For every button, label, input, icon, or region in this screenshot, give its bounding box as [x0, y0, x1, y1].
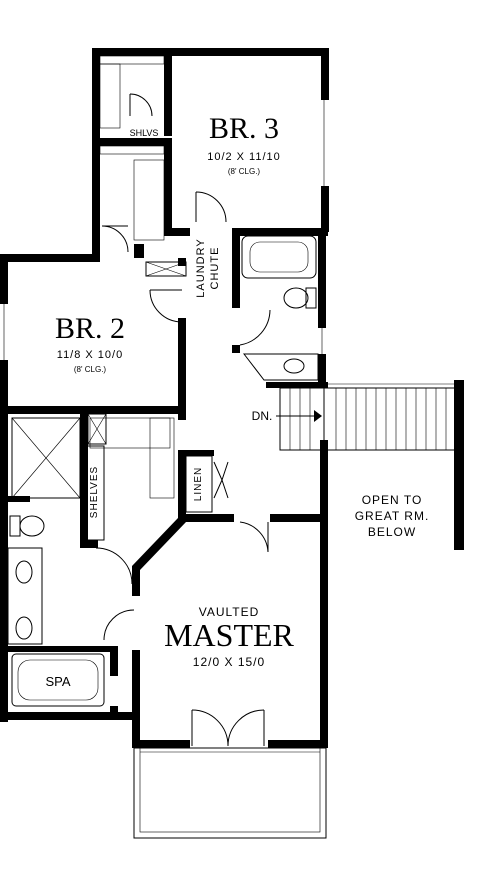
shower — [11, 417, 81, 499]
br2-dims: 11/8 X 10/0 — [57, 349, 123, 361]
br2-name: BR. 2 — [55, 312, 125, 345]
sink-counter — [242, 353, 319, 381]
below-label: BELOW — [368, 525, 416, 539]
linen-label: LINEN — [193, 467, 204, 501]
shelves-label: SHELVES — [89, 466, 100, 518]
walls — [0, 48, 464, 748]
master-dims: 12/0 X 15/0 — [193, 655, 265, 669]
toilet — [283, 287, 309, 309]
closet-shelving — [89, 55, 175, 499]
master-name: MASTER — [164, 617, 294, 653]
doors — [95, 93, 271, 747]
open-to-label: OPEN TO — [362, 493, 423, 507]
laundry-chute — [145, 261, 187, 277]
br3-name: BR. 3 — [209, 112, 279, 145]
great-rm-label: GREAT RM. — [355, 509, 430, 523]
br3-ceiling: (8' CLG.) — [228, 167, 261, 176]
stairs — [276, 380, 460, 451]
dn-label: DN. — [252, 409, 273, 423]
linen-box — [87, 413, 107, 445]
br2-ceiling: (8' CLG.) — [74, 365, 107, 374]
linen-closet — [185, 455, 213, 513]
master-prefix: VAULTED — [199, 605, 260, 619]
laundry-label: LAUNDRY — [195, 238, 207, 297]
room-labels: BR. 3 10/2 X 11/10 (8' CLG.) BR. 2 11/8 … — [45, 112, 430, 689]
shlvs-label: SHLVS — [130, 128, 159, 138]
br3-dims: 10/2 X 11/10 — [207, 151, 281, 163]
toilet-2 — [19, 515, 45, 537]
windows — [3, 100, 325, 360]
fixtures — [7, 235, 319, 707]
shelves-unit — [85, 445, 105, 541]
spa-label: SPA — [45, 674, 70, 689]
chute-label: CHUTE — [209, 247, 221, 290]
spa-tub — [11, 653, 105, 707]
bathtub — [241, 235, 317, 279]
balcony — [133, 747, 327, 839]
vanity — [7, 547, 43, 645]
